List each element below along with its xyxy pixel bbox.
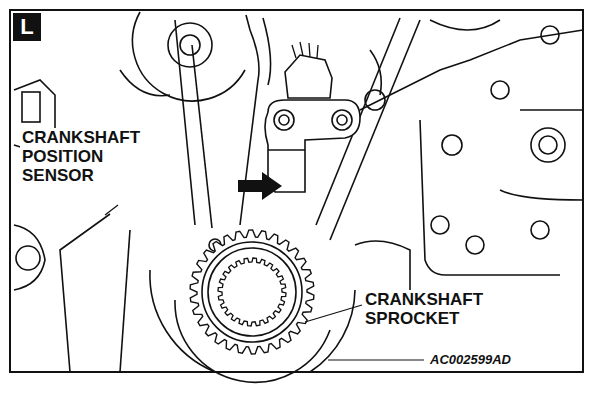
- frame: [10, 10, 583, 372]
- pointer-arrow: [238, 172, 282, 200]
- figure-code: AC002599AD: [428, 353, 582, 367]
- part-name: CRANKSHAFT POSITION SENSOR: [20, 128, 144, 185]
- leader-line: [105, 205, 118, 215]
- view-letter-box: L: [13, 13, 41, 41]
- leader-line: [305, 305, 362, 322]
- pulley: [133, 12, 245, 101]
- crankshaft-sprocket: [190, 230, 314, 354]
- part-name: CRANKSHAFT SPROCKET: [363, 290, 557, 328]
- crankshaft-position-sensor: [265, 42, 360, 192]
- timing-belt: [240, 15, 259, 225]
- view-letter: L: [20, 16, 33, 38]
